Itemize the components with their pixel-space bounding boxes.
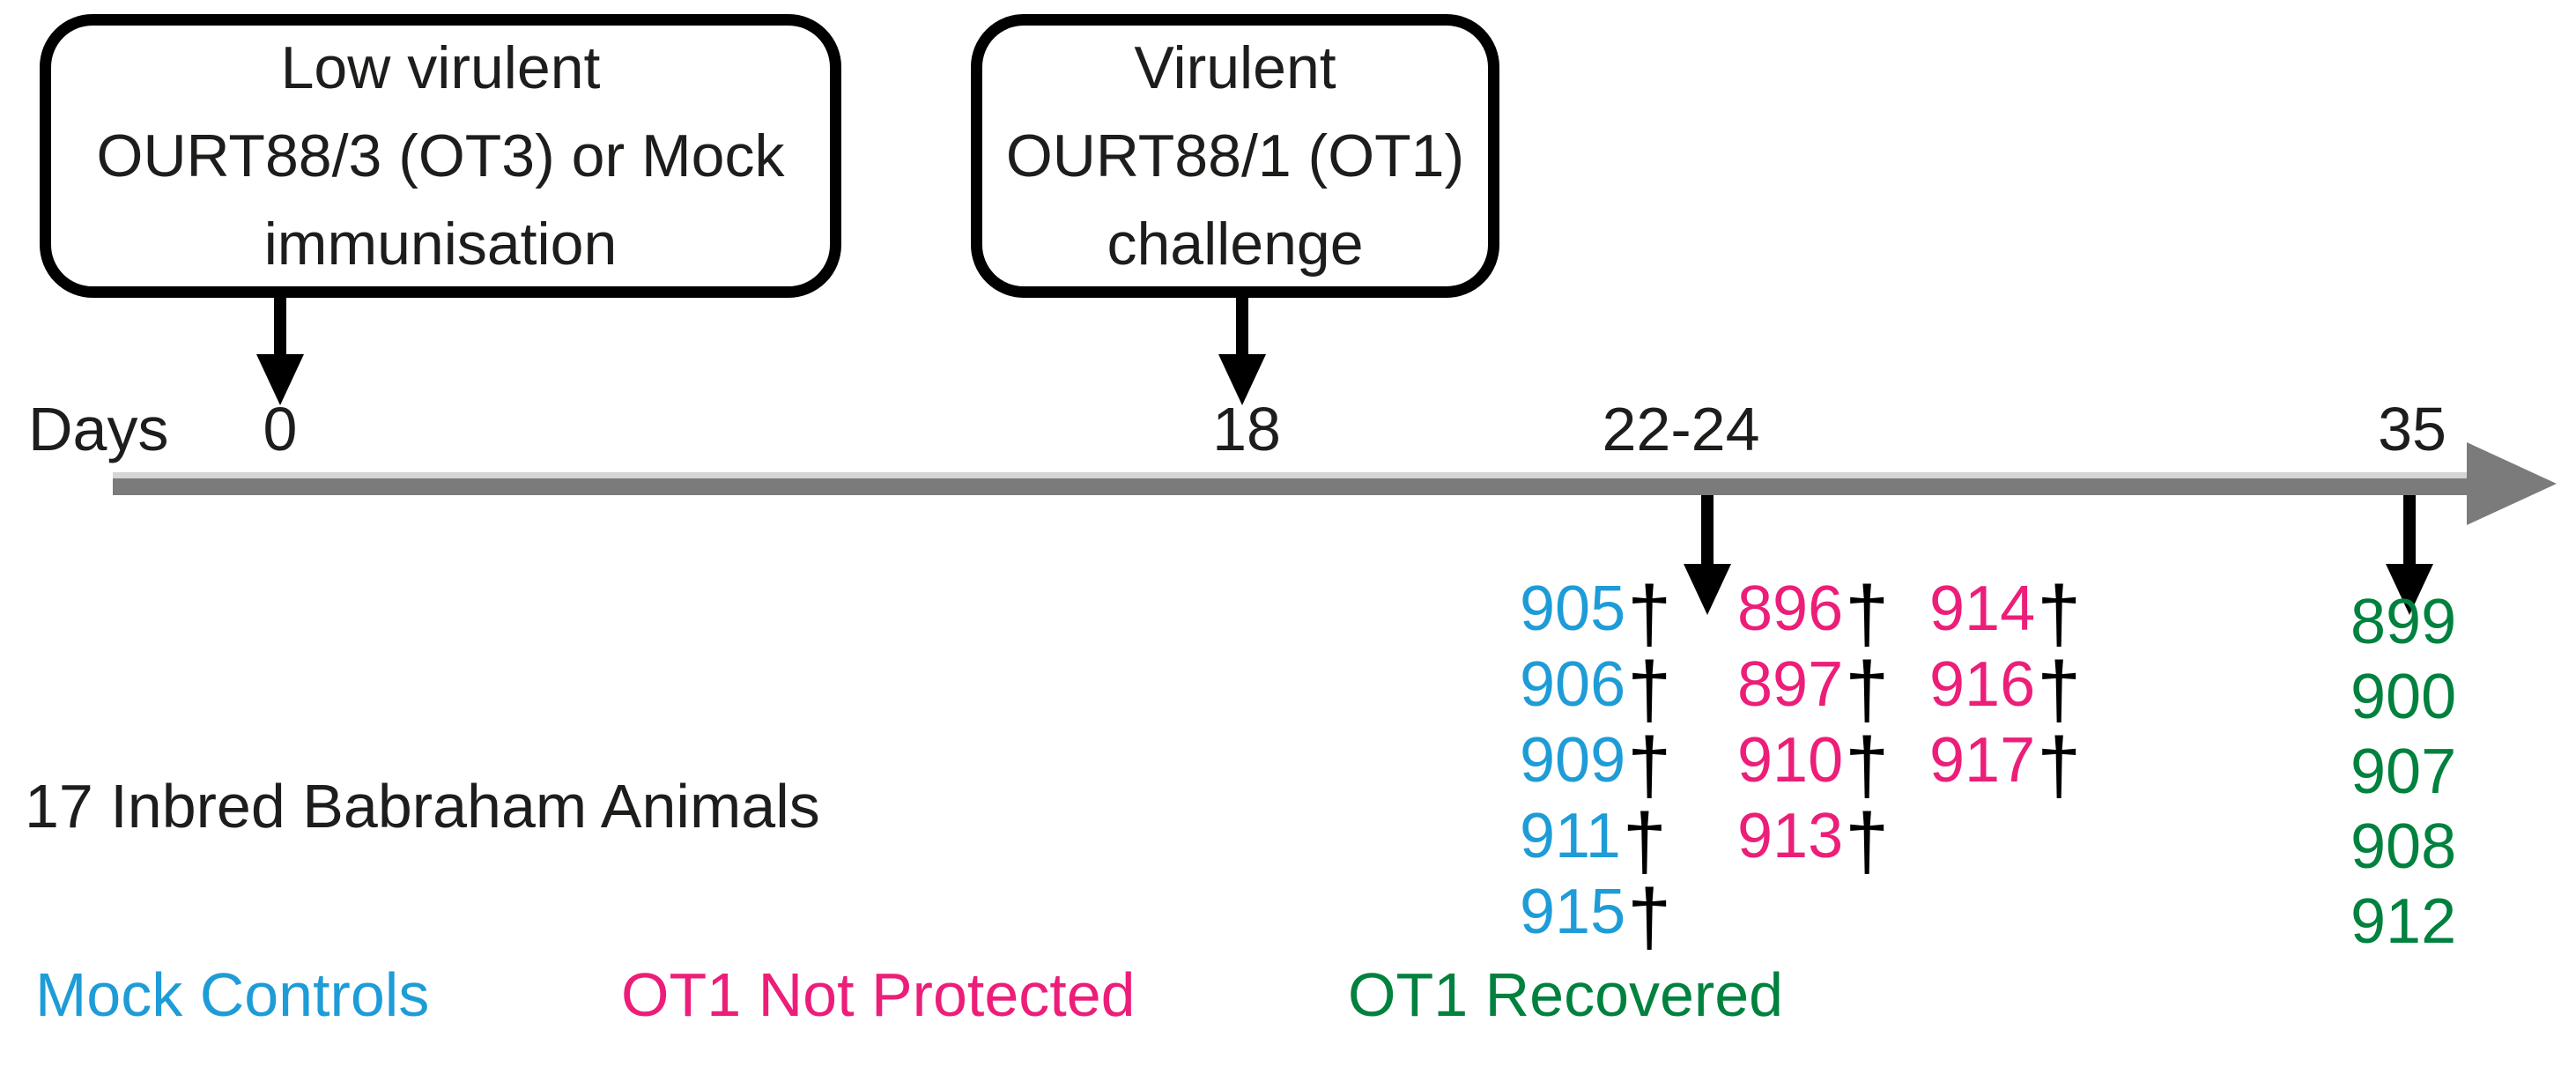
- animal-id: 896†: [1737, 571, 1889, 655]
- legend-mock-controls: Mock Controls: [35, 960, 430, 1029]
- arrow-head: [2386, 564, 2433, 615]
- animal-id: 900: [2350, 660, 2456, 735]
- animal-number: 912: [2350, 886, 2457, 957]
- immunisation-box: Low virulent OURT88/3 (OT3) or Mock immu…: [40, 14, 841, 298]
- animal-number: 908: [2350, 811, 2457, 882]
- dagger-symbol: †: [2037, 570, 2082, 659]
- dagger-symbol: †: [2037, 722, 2082, 811]
- arrow-stem: [1236, 298, 1248, 356]
- animal-id: 909†: [1520, 722, 1671, 806]
- animal-number: 916: [1929, 649, 2036, 720]
- animal-number: 915: [1520, 877, 1626, 947]
- animal-id: 908: [2350, 810, 2456, 885]
- immunisation-box-line2: OURT88/3 (OT3) or Mock: [96, 122, 785, 189]
- immunisation-box-line1: Low virulent: [280, 34, 601, 101]
- tick-day-22-24: 22-24: [1602, 395, 1760, 463]
- dagger-symbol: †: [1622, 797, 1667, 886]
- animal-id: 912: [2350, 885, 2456, 959]
- animal-id: 897†: [1737, 647, 1889, 730]
- animal-number: 899: [2350, 587, 2457, 657]
- timeline-arrowhead-icon: [2467, 442, 2557, 525]
- mock-controls-column: 905† 906† 909† 911† 915†: [1520, 571, 1671, 958]
- arrow-head: [1684, 564, 1731, 615]
- dagger-symbol: †: [1845, 570, 1890, 659]
- animal-id: 916†: [1929, 647, 2081, 730]
- animal-id: 911†: [1520, 798, 1671, 882]
- tick-day-18: 18: [1212, 395, 1281, 463]
- animal-id: 913†: [1737, 798, 1889, 882]
- dagger-symbol: †: [1627, 570, 1672, 659]
- legend-recovered: OT1 Recovered: [1348, 960, 1784, 1029]
- animal-number: 913: [1737, 801, 1844, 871]
- dagger-symbol: †: [1627, 873, 1672, 962]
- animal-id: 905†: [1520, 571, 1671, 655]
- recovered-column: 899 900 907 908 912: [2350, 585, 2456, 959]
- not-protected-column-1: 896† 897† 910† 913†: [1737, 571, 1889, 882]
- arrow-stem: [1701, 495, 1714, 566]
- animal-number: 910: [1737, 725, 1844, 796]
- challenge-box-line3: challenge: [1107, 211, 1364, 278]
- dagger-symbol: †: [1845, 797, 1890, 886]
- dagger-symbol: †: [1627, 722, 1672, 811]
- animal-id: 907: [2350, 735, 2456, 810]
- animal-number: 914: [1929, 574, 2036, 644]
- challenge-box: Virulent OURT88/1 (OT1) challenge: [971, 14, 1499, 298]
- challenge-box-line2: OURT88/1 (OT1): [1005, 122, 1465, 189]
- animal-number: 907: [2350, 737, 2457, 807]
- dagger-symbol: †: [2037, 646, 2082, 735]
- animal-number: 909: [1520, 725, 1626, 796]
- animal-number: 911: [1520, 801, 1621, 871]
- immunisation-box-line3: immunisation: [263, 211, 618, 278]
- animal-id: 915†: [1520, 874, 1671, 958]
- legend-not-protected: OT1 Not Protected: [621, 960, 1136, 1029]
- not-protected-column-2: 914† 916† 917†: [1929, 571, 2081, 806]
- cohort-label: 17 Inbred Babraham Animals: [25, 772, 820, 841]
- animal-id: 917†: [1929, 722, 2081, 806]
- animal-id: 899: [2350, 585, 2456, 660]
- animal-number: 900: [2350, 662, 2457, 732]
- days-axis-label: Days: [28, 395, 169, 463]
- animal-number: 897: [1737, 649, 1844, 720]
- dagger-symbol: †: [1627, 646, 1672, 735]
- animal-number: 896: [1737, 574, 1844, 644]
- timeline-bar: [113, 472, 2470, 495]
- animal-id: 914†: [1929, 571, 2081, 655]
- animal-number: 905: [1520, 574, 1626, 644]
- tick-day-0: 0: [263, 395, 298, 463]
- arrow-head: [256, 354, 304, 405]
- animal-number: 906: [1520, 649, 1626, 720]
- tick-day-35: 35: [2378, 395, 2446, 463]
- dagger-symbol: †: [1845, 646, 1890, 735]
- arrow-head: [1218, 354, 1266, 405]
- challenge-box-line1: Virulent: [1134, 34, 1336, 101]
- animal-id: 906†: [1520, 647, 1671, 730]
- arrow-stem: [2403, 495, 2416, 566]
- dagger-symbol: †: [1845, 722, 1890, 811]
- arrow-stem: [274, 298, 286, 356]
- animal-number: 917: [1929, 725, 2036, 796]
- animal-id: 910†: [1737, 722, 1889, 806]
